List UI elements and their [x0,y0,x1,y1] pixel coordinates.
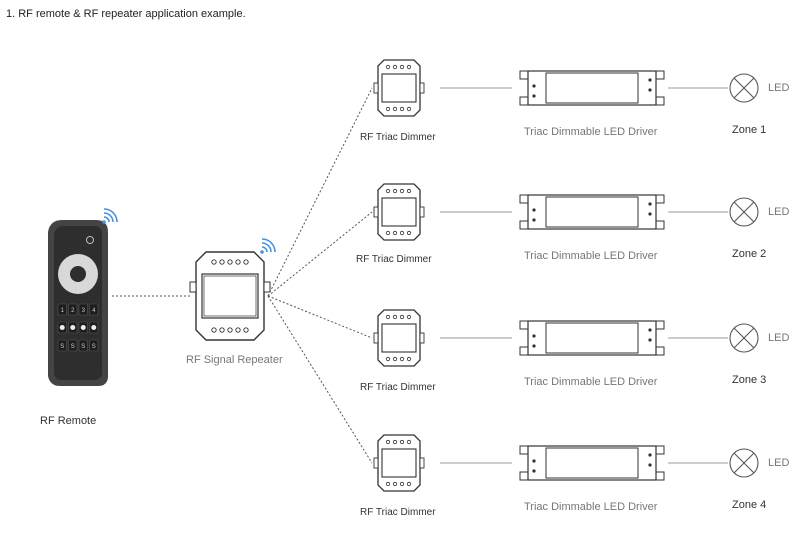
remote-key [68,321,78,334]
svg-text:4: 4 [92,308,96,314]
rf-signal-repeater [189,251,271,341]
remote-key [78,321,88,334]
rf-triac-dimmer [373,434,425,492]
remote-key [57,321,67,334]
wifi-icon [102,208,118,224]
rf-triac-dimmer [373,59,425,117]
driver-label: Triac Dimmable LED Driver [524,501,658,513]
svg-text:1: 1 [61,308,65,314]
dimmer-label: RF Triac Dimmer [360,507,436,518]
diagram-title: 1. RF remote & RF repeater application e… [6,8,246,20]
svg-text:S: S [71,344,75,350]
svg-text:3: 3 [82,308,86,314]
led-label: LED [768,206,790,218]
led-label: LED [768,457,790,469]
svg-text:2: 2 [71,308,75,314]
remote-key: 4 [89,303,99,316]
svg-text:S: S [60,344,64,350]
driver-label: Triac Dimmable LED Driver [524,250,658,262]
zone-label: Zone 4 [732,499,767,511]
triac-dimmable-led-driver [519,194,665,230]
power-icon [86,236,94,244]
zone-label: Zone 1 [732,124,767,136]
led-lamp-icon [729,448,759,478]
remote-key: 3 [78,303,88,316]
svg-text:S: S [92,344,96,350]
zone-3 [267,295,759,367]
zone-label: Zone 3 [732,374,767,386]
link-repeater-dimmer [267,295,373,339]
rf-remote-label: RF Remote [40,415,97,427]
driver-label: Triac Dimmable LED Driver [524,126,658,138]
link-repeater-dimmer [267,87,373,297]
remote-key: 1 [57,303,67,316]
remote-key [89,321,99,334]
rf-triac-dimmer [373,183,425,241]
zone-2 [267,183,759,297]
driver-label: Triac Dimmable LED Driver [524,376,658,388]
remote-key: 2 [68,303,78,316]
remote-key: S [78,339,88,352]
wifi-icon [260,238,276,254]
link-repeater-dimmer [267,295,373,464]
triac-dimmable-led-driver [519,445,665,481]
remote-key: S [57,339,67,352]
led-lamp-icon [729,73,759,103]
zone-label: Zone 2 [732,248,767,260]
dimmer-label: RF Triac Dimmer [360,132,436,143]
remote-key: S [68,339,78,352]
dimmer-label: RF Triac Dimmer [360,382,436,393]
led-lamp-icon [729,323,759,353]
rf-signal-repeater-label: RF Signal Repeater [186,354,283,366]
triac-dimmable-led-driver [519,70,665,106]
svg-text:S: S [81,344,85,350]
led-label: LED [768,332,790,344]
dimmer-label: RF Triac Dimmer [356,254,432,265]
zone-4 [267,295,759,492]
rf-triac-dimmer [373,309,425,367]
zone-1 [267,59,759,297]
led-label: LED [768,82,790,94]
remote-key: S [89,339,99,352]
led-lamp-icon [729,197,759,227]
triac-dimmable-led-driver [519,320,665,356]
